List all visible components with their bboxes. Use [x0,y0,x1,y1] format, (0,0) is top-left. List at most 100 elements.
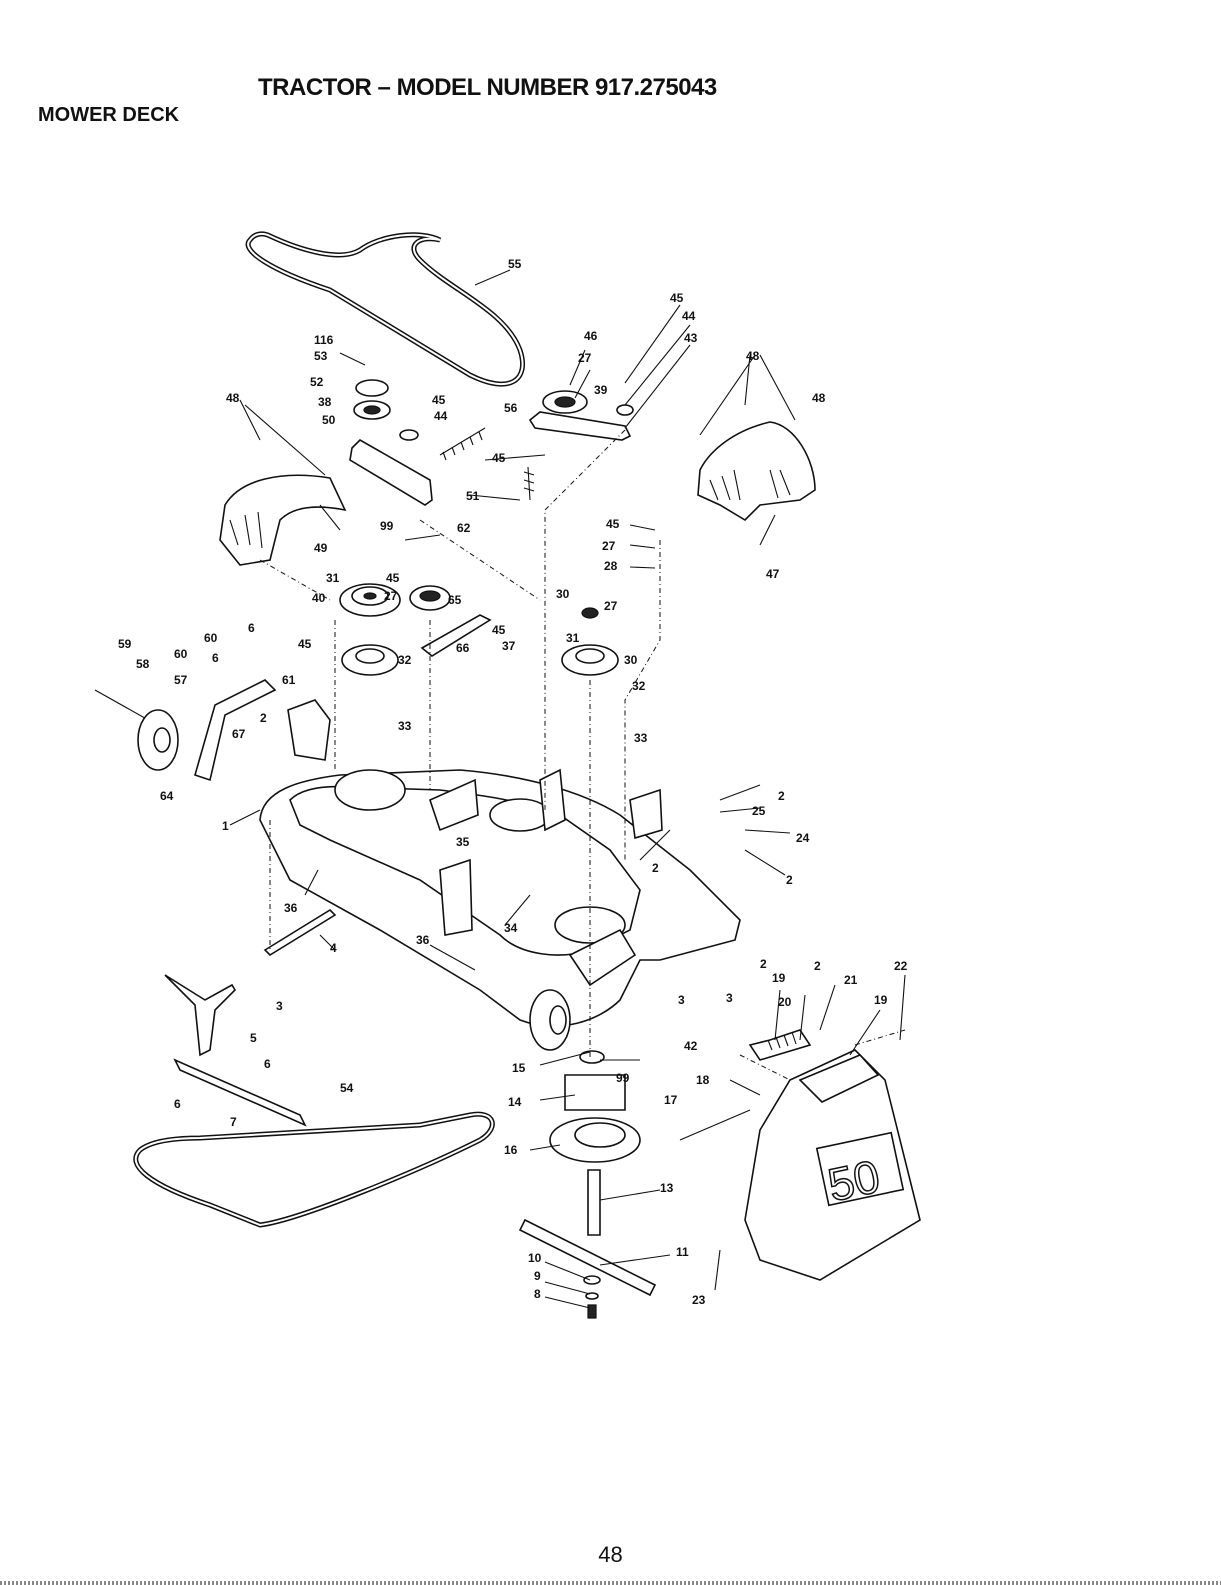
callout-53: 53 [314,349,328,363]
page-number: 48 [598,1542,623,1567]
callout-7: 7 [230,1115,237,1129]
callout-36: 36 [416,933,430,947]
callout-2: 2 [260,711,267,725]
page-title: TRACTOR – MODEL NUMBER 917.275043 [258,74,717,101]
section-title: MOWER DECK [38,104,180,126]
callout-30: 30 [624,653,638,667]
callout-56: 56 [504,401,518,415]
callout-1: 1 [222,819,229,833]
callout-38: 38 [318,395,332,409]
mower-deck-housing-1 [259,768,741,1051]
callout-24: 24 [796,831,810,845]
gauge-wheel-left-58 [94,679,331,782]
discharge-chute-23: 50 [679,1029,921,1281]
callout-19: 19 [874,993,888,1007]
callout-2: 2 [814,959,821,973]
callout-40: 40 [312,591,326,605]
callout-10: 10 [528,1251,542,1265]
callout-46: 46 [584,329,598,343]
callout-16: 16 [504,1143,518,1157]
spindle-pulleys [339,583,619,676]
callout-31: 31 [326,571,340,585]
callout-45: 45 [386,571,400,585]
callout-42: 42 [684,1039,698,1053]
callout-27: 27 [604,599,618,613]
callout-6: 6 [174,1097,181,1111]
callout-3: 3 [726,991,733,1005]
belt-55 [245,231,526,387]
callout-17: 17 [664,1093,678,1107]
callout-44: 44 [682,309,696,323]
callout-45: 45 [606,517,620,531]
callout-43: 43 [684,331,698,345]
callout-64: 64 [160,789,174,803]
callout-6: 6 [248,621,255,635]
callout-99: 99 [616,1071,630,1085]
callout-6: 6 [212,651,219,665]
callout-28: 28 [604,559,618,573]
callout-27: 27 [602,539,616,553]
belt-shield-left-49 [219,474,347,566]
callout-3: 3 [276,999,283,1013]
callout-45: 45 [492,451,506,465]
callout-55: 55 [508,257,522,271]
callout-23: 23 [692,1293,706,1307]
callout-45: 45 [670,291,684,305]
callout-62: 62 [457,521,471,535]
callout-47: 47 [766,567,780,581]
callout-50: 50 [322,413,336,427]
callout-51: 51 [466,489,480,503]
callout-leaders [229,269,906,1309]
callout-22: 22 [894,959,908,973]
callout-58: 58 [136,657,150,671]
callout-27: 27 [384,589,398,603]
callout-32: 32 [398,653,412,667]
callout-19: 19 [772,971,786,985]
callout-2: 2 [760,957,767,971]
callout-59: 59 [118,637,132,651]
callout-6: 6 [264,1057,271,1071]
callout-2: 2 [778,789,785,803]
callout-35: 35 [456,835,470,849]
callout-33: 33 [398,719,412,733]
callout-5: 5 [250,1031,257,1045]
callout-32: 32 [632,679,646,693]
belt-cover-right-47 [697,421,816,522]
callout-60: 60 [174,647,188,661]
callout-48: 48 [226,391,240,405]
deck-hanger-links [164,908,337,1127]
callout-45: 45 [298,637,312,651]
callout-14: 14 [508,1095,522,1109]
scan-edge [0,1581,1221,1585]
callout-2: 2 [786,873,793,887]
callout-8: 8 [534,1287,541,1301]
callout-33: 33 [634,731,648,745]
part-callouts: 55 45 44 43 116 46 53 27 48 52 39 48 48 … [118,257,908,1307]
callout-21: 21 [844,973,858,987]
callout-66: 66 [456,641,470,655]
callout-60: 60 [204,631,218,645]
callout-20: 20 [778,995,792,1009]
callout-52: 52 [310,375,324,389]
callout-25: 25 [752,804,766,818]
callout-44: 44 [434,409,448,423]
callout-48: 48 [812,391,826,405]
callout-45: 45 [492,623,506,637]
callout-36: 36 [284,901,298,915]
callout-3: 3 [678,993,685,1007]
callout-15: 15 [512,1061,526,1075]
callout-13: 13 [660,1181,674,1195]
callout-11: 11 [676,1245,689,1259]
callout-39: 39 [594,383,608,397]
idler-pulley-assembly [349,379,634,506]
bagger-badge: 50 [823,1150,884,1212]
callout-37: 37 [502,639,516,653]
callout-99: 99 [380,519,394,533]
spindle-assembly [518,1050,657,1319]
callout-49: 49 [314,541,328,555]
callout-27: 27 [578,351,592,365]
assembly-dash-lines [259,429,906,1081]
callout-57: 57 [174,673,188,687]
callout-45: 45 [432,393,446,407]
